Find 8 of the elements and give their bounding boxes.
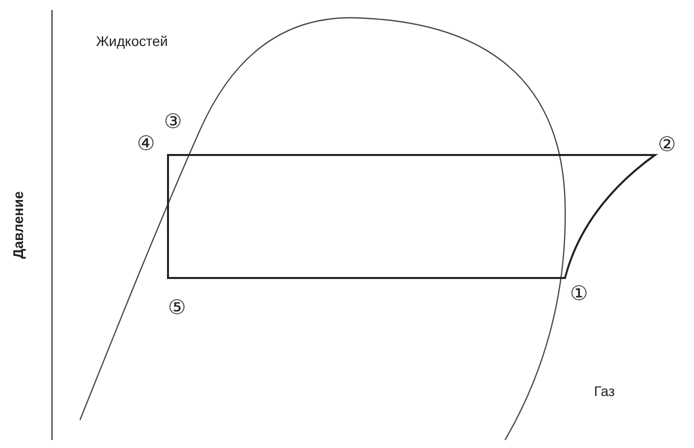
point-number: ④ [137,134,155,154]
axis-label: Давление [11,191,25,259]
phase-label: Жидкостей [96,34,168,48]
point-number: ③ [164,112,182,132]
point-number: ① [570,284,588,304]
point-number: ② [658,135,676,155]
point-number: ⑤ [168,298,186,318]
phase-label: Газ [594,384,615,398]
